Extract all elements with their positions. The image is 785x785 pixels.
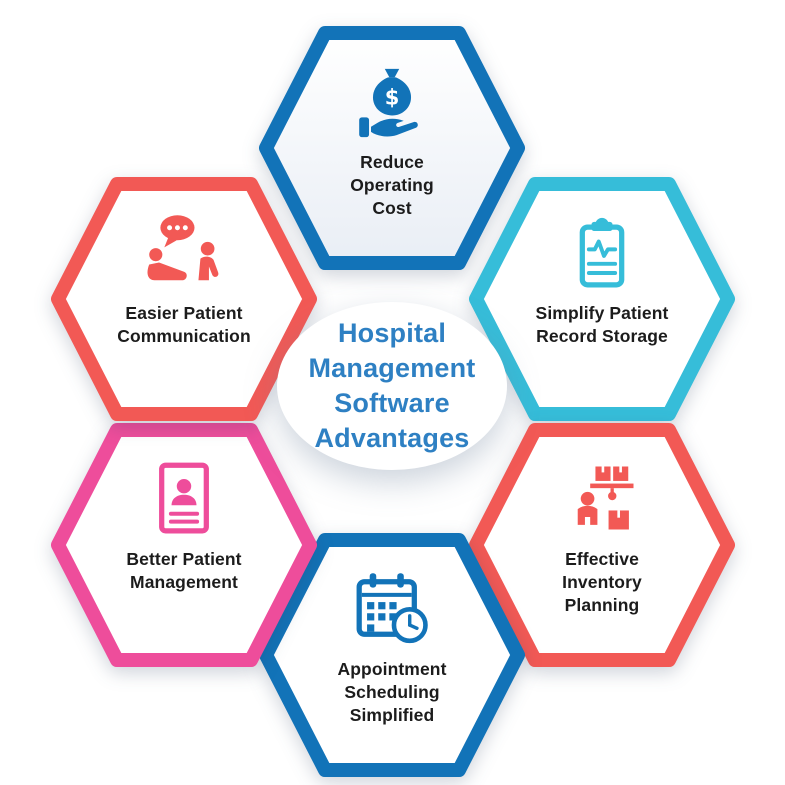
hexagon-border — [259, 26, 525, 270]
hex-better-patient-management: Better Patient Management — [50, 422, 318, 668]
hex-content: Appointment Scheduling Simplified — [258, 532, 526, 778]
calendar-clock-icon — [356, 573, 428, 644]
money-hand-icon: $ — [359, 68, 418, 138]
hex-label: Appointment Scheduling Simplified — [337, 659, 447, 725]
center-title: Hospital Management Software Advantages — [308, 318, 476, 454]
hexagon-border — [259, 533, 525, 777]
hex-content: $ Reduce Operating Cost — [258, 25, 526, 271]
hex-label: Simplify Patient Record Storage — [535, 303, 669, 346]
hex-label: Better Patient Management — [126, 549, 242, 592]
hexagon-border — [51, 177, 317, 421]
hex-content: Easier Patient Communication — [50, 176, 318, 422]
hexagon-border — [469, 423, 735, 667]
hex-appointment-scheduling-simplified: Appointment Scheduling Simplified — [258, 532, 526, 778]
hexagon-border — [469, 177, 735, 421]
hexagon-border — [51, 423, 317, 667]
hex-content: Effective Inventory Planning — [468, 422, 736, 668]
hex-easier-patient-communication: Easier Patient Communication — [50, 176, 318, 422]
hex-reduce-operating-cost: $ Reduce Operating Cost — [258, 25, 526, 271]
hex-effective-inventory-planning: Effective Inventory Planning — [468, 422, 736, 668]
hex-simplify-patient-record-storage: Simplify Patient Record Storage — [468, 176, 736, 422]
inventory-boxes-icon — [577, 466, 634, 530]
patient-record-clipboard-icon — [579, 217, 625, 288]
svg-text:$: $ — [385, 85, 400, 109]
hex-label: Reduce Operating Cost — [350, 152, 434, 218]
hex-content: Simplify Patient Record Storage — [468, 176, 736, 422]
patient-chat-icon — [147, 215, 219, 281]
center-cloud — [277, 302, 507, 470]
hex-label: Easier Patient Communication — [117, 303, 251, 346]
hex-content: Better Patient Management — [50, 422, 318, 668]
patient-id-card-icon — [159, 462, 209, 534]
hex-label: Effective Inventory Planning — [562, 549, 642, 615]
